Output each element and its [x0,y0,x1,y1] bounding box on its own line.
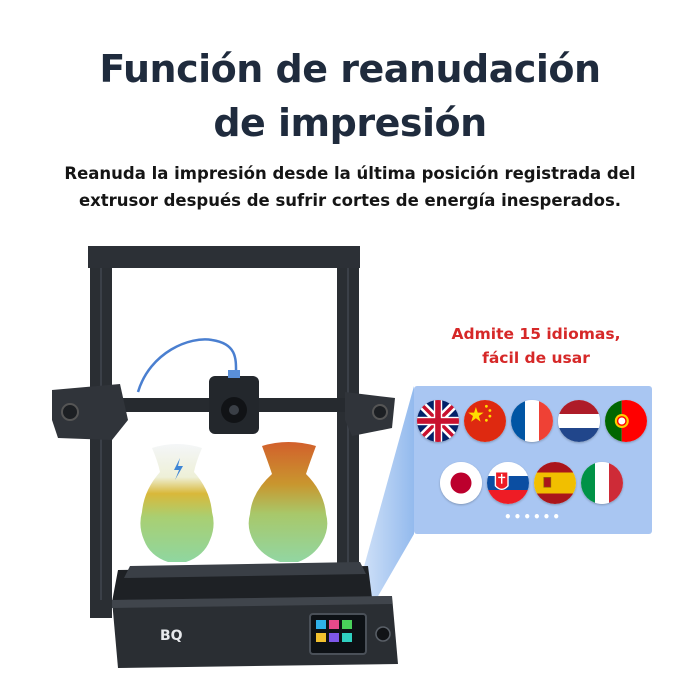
title-line-1: Función de reanudación [99,47,601,91]
languages-panel: •••••• [414,386,652,534]
gantry-left-plate [52,384,128,440]
france-flag-icon [511,400,553,442]
languages-heading: Admite 15 idiomas, fácil de usar [420,322,652,370]
screen-beam [352,386,414,610]
portugal-flag-icon [605,400,647,442]
printed-vase-right [248,442,328,562]
spain-flag-icon [534,462,576,504]
printed-vase-left [140,444,214,562]
page-title: Función de reanudación de impresión [0,42,700,150]
japan-flag-icon [440,462,482,504]
netherlands-flag-icon [558,400,600,442]
title-line-2: de impresión [213,101,487,145]
uk-flag-icon [417,400,459,442]
gantry-right-plate [345,392,395,436]
more-languages-indicator: •••••• [503,510,563,524]
china-flag-icon [464,400,506,442]
slovakia-flag-icon [487,462,529,504]
filament-tube [136,338,238,393]
subtitle-line-1: Reanuda la impresión desde la última pos… [64,164,636,183]
frame-top-beam [88,246,360,268]
brand-logo: BQ [160,628,183,644]
bolt-mark [174,458,183,480]
subtitle-line-2: extrusor después de sufrir cortes de ene… [78,191,622,210]
italy-flag-icon [581,462,623,504]
control-knob [375,626,391,642]
languages-heading-line-2: fácil de usar [482,349,590,367]
page-subtitle: Reanuda la impresión desde la última pos… [20,160,680,214]
languages-heading-line-1: Admite 15 idiomas, [451,325,621,343]
